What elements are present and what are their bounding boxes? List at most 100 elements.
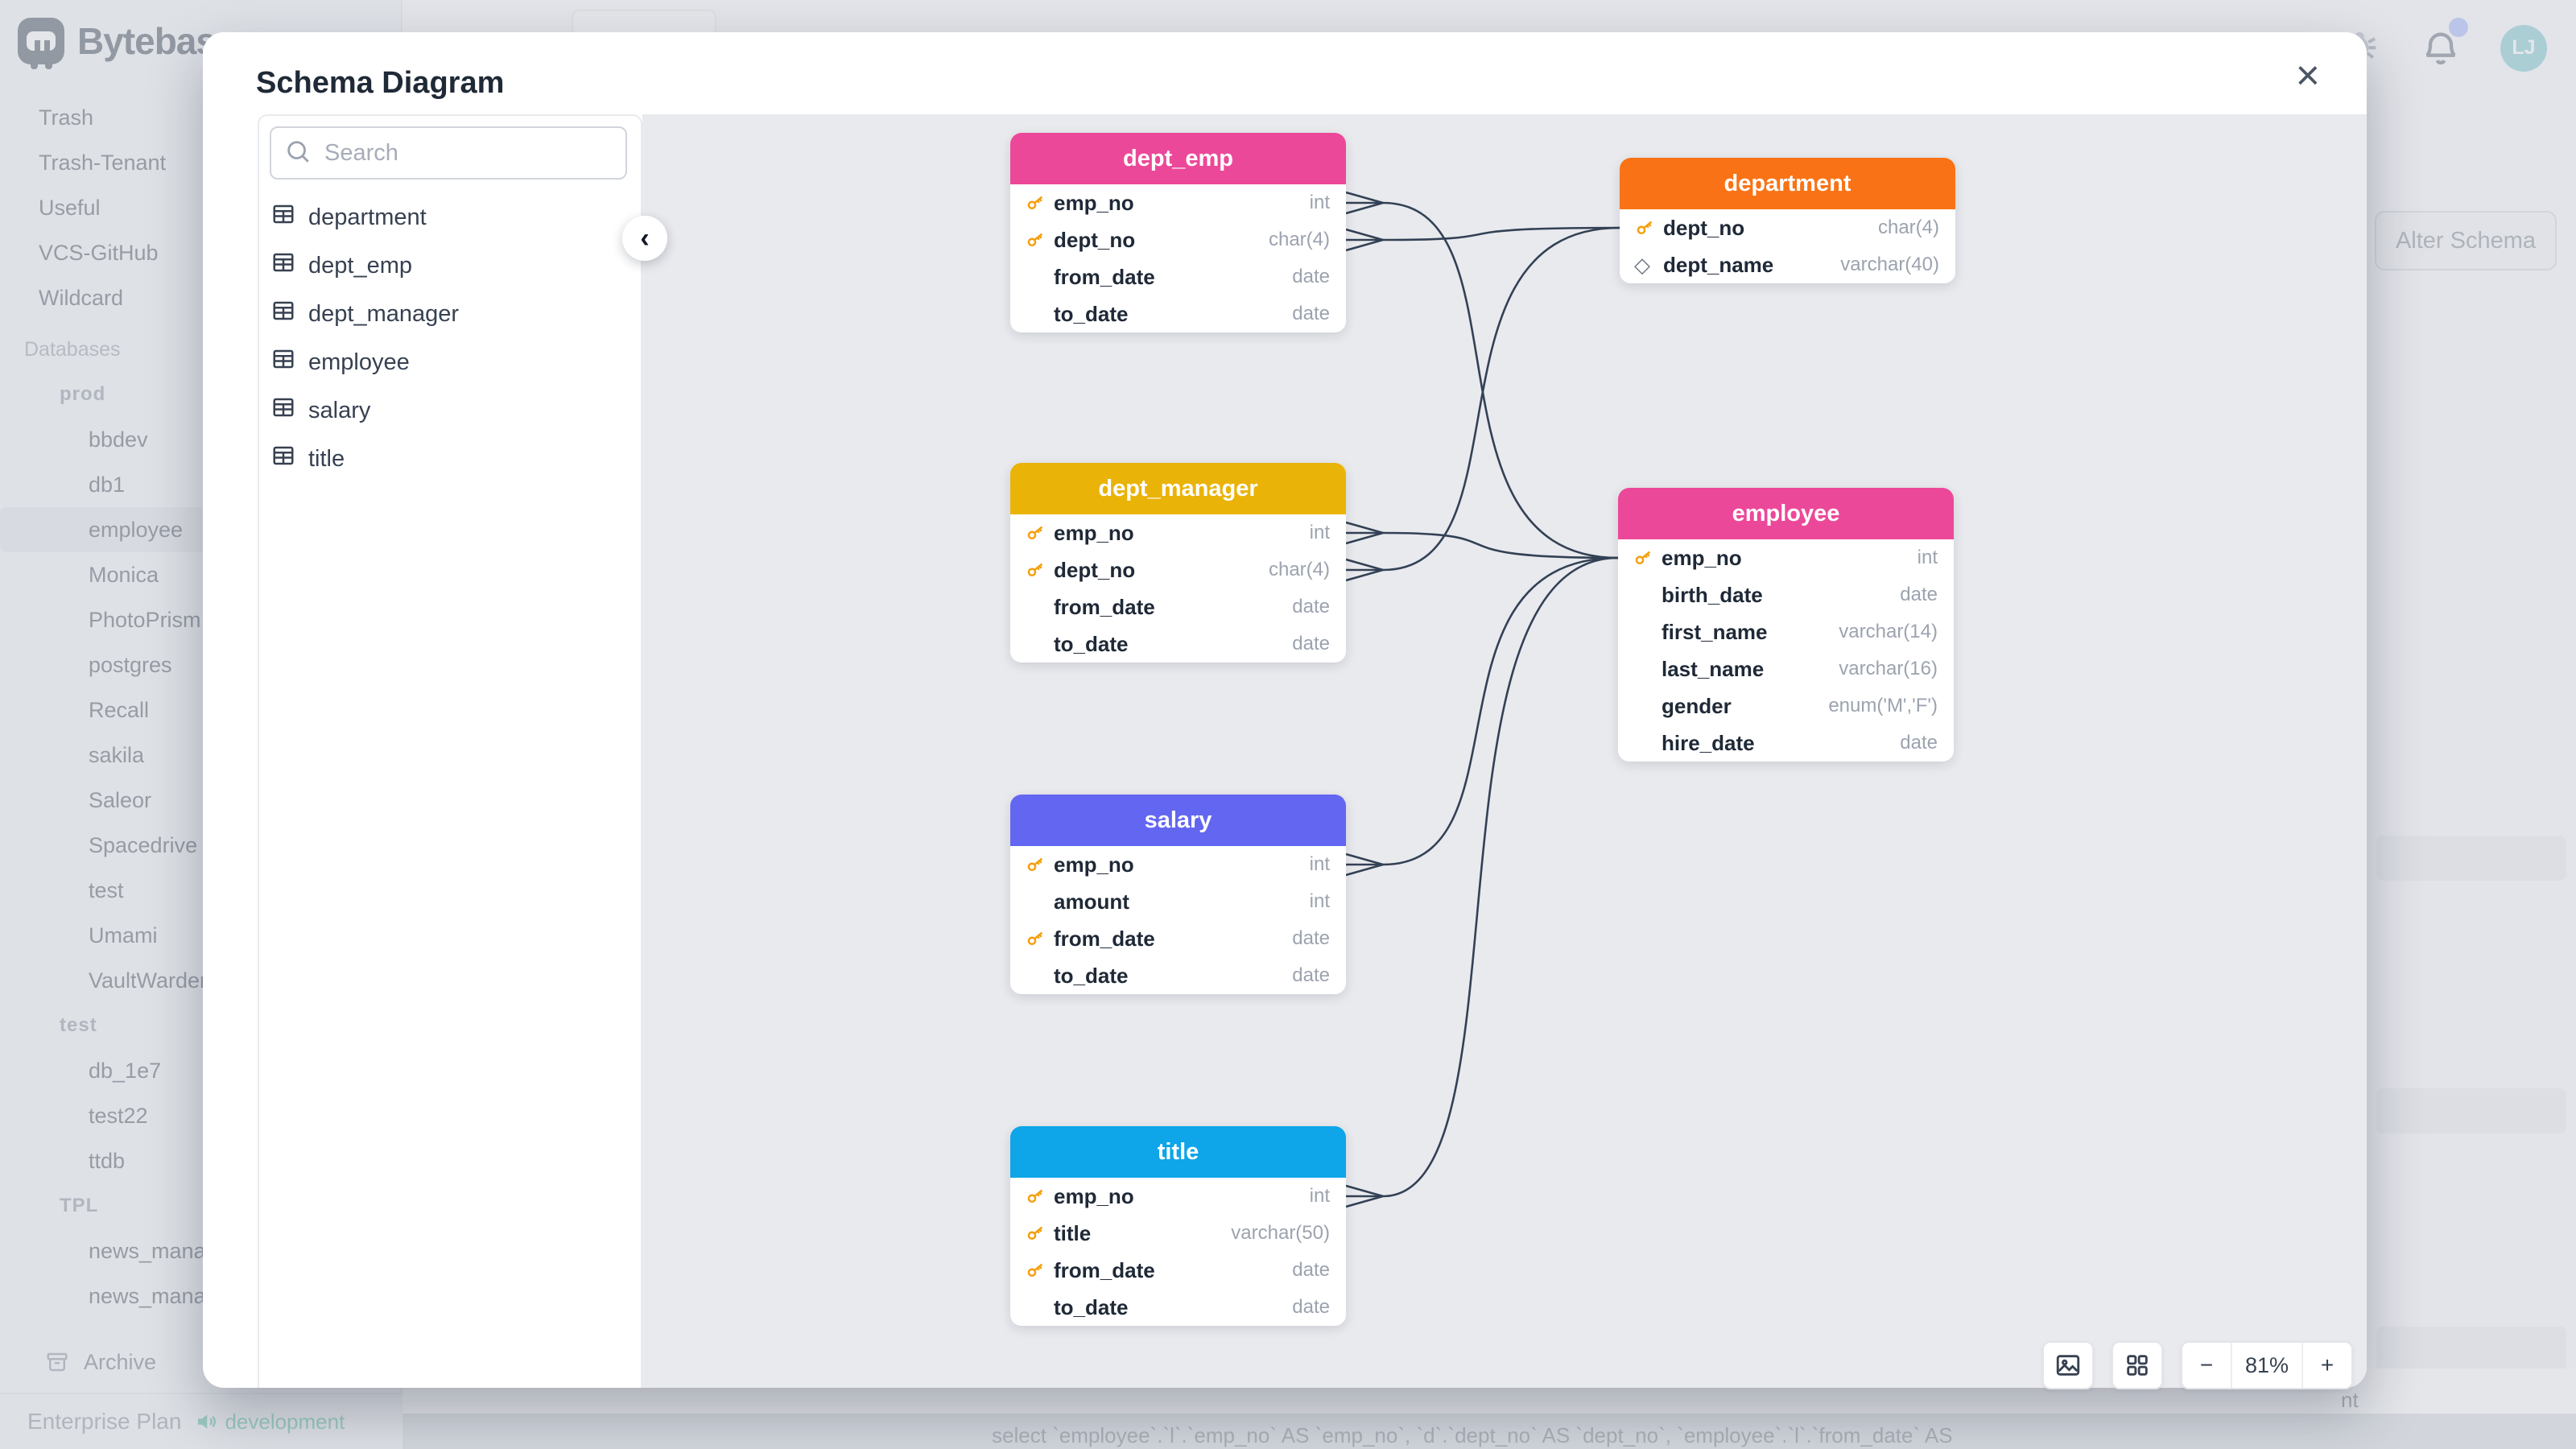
table-list-item-label: department	[308, 204, 427, 230]
collapse-panel-button[interactable]: ‹	[622, 216, 667, 261]
primary-key-icon	[1025, 1260, 1054, 1282]
table-column-row: ◇ birth_date date	[1618, 576, 1954, 613]
column-type: date	[1292, 633, 1330, 654]
column-type: varchar(14)	[1839, 621, 1938, 642]
table-list-item[interactable]: dept_manager	[270, 290, 633, 338]
close-icon[interactable]: ×	[2295, 52, 2320, 99]
table-card-body: ◇ emp_no int ◇ birth_date date	[1618, 539, 1954, 762]
table-column-row: ◇ to_date date	[1010, 1289, 1346, 1326]
table-list-item-label: salary	[308, 397, 371, 423]
column-type: int	[1309, 522, 1330, 543]
table-card-title: employee	[1732, 500, 1840, 526]
column-name: birth_date	[1662, 582, 1763, 607]
column-name: emp_no	[1662, 545, 1742, 570]
search-input[interactable]	[323, 138, 613, 167]
column-name: dept_name	[1663, 252, 1774, 277]
table-card-body: ◇ emp_no int ◇ amount int	[1010, 846, 1346, 994]
table-column-row: ◇ emp_no int	[1010, 1178, 1346, 1215]
table-list-item[interactable]: salary	[270, 386, 633, 435]
primary-key-icon	[1025, 928, 1054, 950]
column-name: last_name	[1662, 656, 1765, 681]
diagram-table-card[interactable]: salary ◇ emp_no int	[1010, 795, 1346, 994]
fit-layout-grid-button[interactable]	[2112, 1341, 2163, 1389]
primary-key-icon	[1025, 229, 1054, 251]
table-card-title: dept_emp	[1123, 145, 1233, 171]
primary-key-icon	[1025, 854, 1054, 876]
search-box	[270, 126, 627, 180]
primary-key-icon	[1633, 547, 1662, 569]
table-column-row: ◇ dept_name varchar(40)	[1620, 246, 1955, 283]
column-type: int	[1309, 192, 1330, 213]
canvas-controls: − 81% +	[2042, 1341, 2353, 1389]
table-card-body: ◇ emp_no int ◇ title varchar(50)	[1010, 1178, 1346, 1326]
table-column-row: ◇ from_date date	[1010, 588, 1346, 625]
column-type: varchar(16)	[1839, 658, 1938, 679]
column-type: date	[1292, 596, 1330, 617]
column-type: int	[1917, 547, 1938, 568]
diagram-table-card[interactable]: dept_emp ◇ emp_no int	[1010, 133, 1346, 332]
table-icon	[271, 250, 295, 281]
primary-key-icon	[1025, 559, 1054, 581]
diagram-table-card[interactable]: title ◇ emp_no int	[1010, 1126, 1346, 1326]
column-type: varchar(40)	[1840, 254, 1939, 275]
table-card-body: ◇ dept_no char(4) ◇ dept_name varchar(40…	[1620, 209, 1955, 283]
column-name: hire_date	[1662, 730, 1755, 755]
column-type: date	[1292, 266, 1330, 287]
table-list-item[interactable]: department	[270, 193, 633, 242]
column-type: enum('M','F')	[1828, 695, 1938, 716]
zoom-in-button[interactable]: +	[2301, 1343, 2351, 1388]
diagram-table-card[interactable]: employee ◇ emp_no int	[1618, 488, 1954, 762]
diagram-table-card[interactable]: department ◇ dept_no char(4)	[1620, 158, 1955, 283]
column-name: from_date	[1054, 594, 1155, 619]
table-card-header: salary	[1010, 795, 1346, 846]
table-card-body: ◇ emp_no int ◇ dept_no char(4)	[1010, 514, 1346, 663]
diagram-canvas[interactable]	[642, 114, 2367, 1388]
table-column-row: ◇ title varchar(50)	[1010, 1215, 1346, 1252]
diagram-table-card[interactable]: dept_manager ◇ emp_no int	[1010, 463, 1346, 663]
table-column-row: ◇ hire_date date	[1618, 724, 1954, 762]
column-type: date	[1292, 303, 1330, 324]
table-column-row: ◇ emp_no int	[1010, 514, 1346, 551]
table-card-header: employee	[1618, 488, 1954, 539]
primary-key-icon	[1025, 1186, 1054, 1208]
table-card-header: title	[1010, 1126, 1346, 1178]
column-type: date	[1292, 927, 1330, 949]
zoom-out-button[interactable]: −	[2182, 1343, 2232, 1388]
table-icon	[271, 395, 295, 426]
column-name: from_date	[1054, 264, 1155, 289]
table-column-row: ◇ gender enum('M','F')	[1618, 687, 1954, 724]
table-column-row: ◇ to_date date	[1010, 625, 1346, 663]
column-type: date	[1900, 732, 1938, 753]
column-name: dept_no	[1054, 227, 1136, 252]
column-type: date	[1292, 1259, 1330, 1281]
table-card-title: dept_manager	[1098, 475, 1258, 502]
primary-key-icon	[1025, 522, 1054, 544]
column-name: title	[1054, 1220, 1092, 1245]
column-name: from_date	[1054, 1257, 1155, 1282]
table-list-item[interactable]: employee	[270, 338, 633, 386]
table-list-item[interactable]: title	[270, 435, 633, 483]
index-diamond-icon: ◇	[1634, 252, 1650, 277]
table-list-item-label: employee	[308, 349, 410, 375]
table-card-title: department	[1724, 170, 1852, 196]
table-column-row: ◇ from_date date	[1010, 1252, 1346, 1289]
column-name: dept_no	[1054, 557, 1136, 582]
table-list-item[interactable]: dept_emp	[270, 242, 633, 290]
column-type: int	[1309, 1185, 1330, 1207]
column-type: int	[1309, 890, 1330, 912]
column-name: to_date	[1054, 1294, 1129, 1319]
table-column-row: ◇ from_date date	[1010, 920, 1346, 957]
table-list: department dept_emp dept_manager	[270, 193, 633, 483]
column-name: amount	[1054, 889, 1129, 914]
table-column-row: ◇ amount int	[1010, 883, 1346, 920]
column-name: to_date	[1054, 631, 1129, 656]
primary-key-icon	[1025, 192, 1054, 214]
column-name: to_date	[1054, 301, 1129, 326]
search-icon	[284, 138, 312, 169]
table-column-row: ◇ dept_no char(4)	[1620, 209, 1955, 246]
export-image-button[interactable]	[2042, 1341, 2094, 1389]
table-column-row: ◇ last_name varchar(16)	[1618, 650, 1954, 687]
column-type: date	[1292, 1296, 1330, 1318]
table-icon	[271, 444, 295, 474]
table-list-item-label: dept_emp	[308, 252, 412, 279]
